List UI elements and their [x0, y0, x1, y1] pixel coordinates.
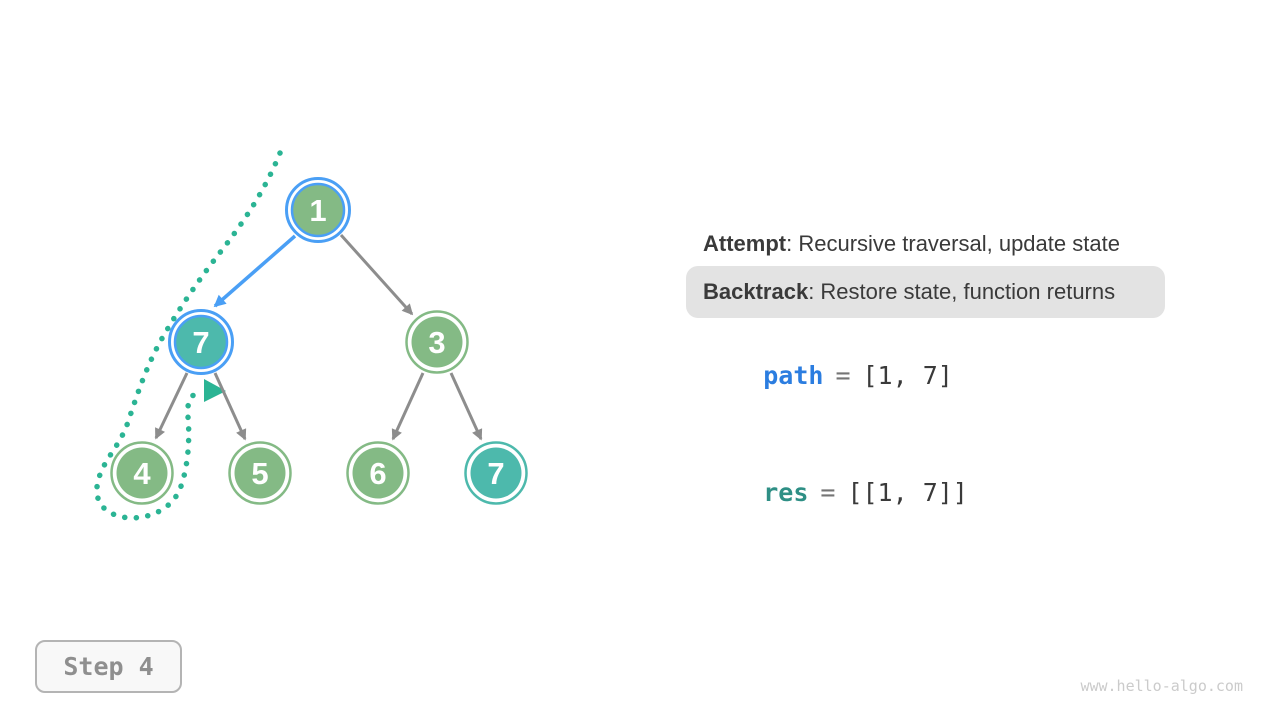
res-var: res [763, 478, 809, 507]
node-ring [228, 441, 292, 505]
attempt-text: : Recursive traversal, update state [786, 231, 1120, 256]
node-ring [168, 309, 234, 375]
backtrack-chip: Backtrack: Restore state, function retur… [686, 266, 1165, 318]
edge-3-6 [391, 372, 425, 441]
node-value: 7 [192, 325, 209, 360]
node-value: 1 [309, 193, 326, 228]
tree-node-3: 3 [405, 310, 469, 374]
equals-sign: = [820, 478, 836, 507]
node-circle [352, 447, 404, 499]
step-label: Step 4 [63, 652, 154, 681]
tree-node-6: 6 [346, 441, 410, 505]
edge-1-3 [339, 233, 414, 316]
edge-7-4 [154, 372, 189, 440]
node-circle [173, 314, 229, 370]
node-value: 4 [133, 456, 151, 491]
node-ring [464, 441, 528, 505]
node-circle [411, 316, 463, 368]
node-ring [285, 177, 351, 243]
tree-node-4: 4 [110, 441, 174, 505]
node-circle [290, 182, 346, 238]
step-button[interactable]: Step 4 [35, 640, 182, 693]
node-circle [234, 447, 286, 499]
node-value: 6 [369, 456, 386, 491]
path-variable-line: path = [1, 7] [703, 332, 953, 419]
backtrack-text: : Restore state, function returns [808, 279, 1116, 304]
tree-node-1: 1 [285, 177, 351, 243]
watermark: www.hello-algo.com [1080, 677, 1243, 695]
equals-sign: = [835, 361, 851, 390]
path-value: [1, 7] [862, 361, 953, 390]
backtrack-dotted-path [94, 150, 283, 521]
res-variable-line: res = [[1, 7]] [703, 449, 968, 536]
tree-node-5: 5 [228, 441, 292, 505]
res-value: [[1, 7]] [847, 478, 968, 507]
tree-node-7-left: 7 [168, 309, 234, 375]
node-ring [110, 441, 174, 505]
node-value: 7 [487, 456, 504, 491]
node-ring [405, 310, 469, 374]
attempt-label: Attempt [703, 231, 787, 256]
node-circle [116, 447, 168, 499]
node-circle [470, 447, 522, 499]
attempt-line: Attempt: Recursive traversal, update sta… [703, 230, 1120, 258]
node-value: 5 [251, 456, 268, 491]
binary-tree-diagram: 1 7 3 4 5 6 [94, 150, 528, 521]
backtrack-label: Backtrack [703, 279, 809, 304]
edge-3-7 [449, 372, 483, 441]
node-value: 3 [428, 325, 445, 360]
node-ring [346, 441, 410, 505]
path-var: path [763, 361, 824, 390]
backtrack-line: Backtrack: Restore state, function retur… [703, 279, 1115, 305]
edge-7-5 [213, 372, 247, 441]
edge-1-7-highlighted [213, 234, 297, 308]
backtrack-arrowhead-icon [204, 379, 226, 402]
tree-node-7-right: 7 [464, 441, 528, 505]
